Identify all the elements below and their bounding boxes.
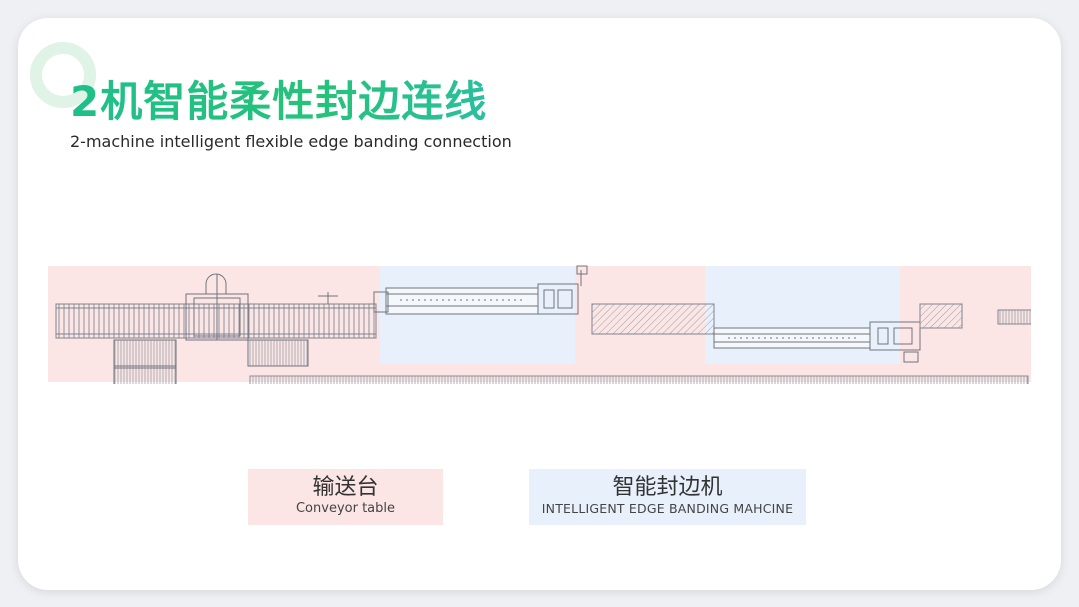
legend-conveyor-en: Conveyor table [295, 501, 395, 516]
page-title: 2机智能柔性封边连线 [70, 68, 487, 129]
infeed-conveyor [55, 303, 377, 339]
legend-machine-zh: 智能封边机 [612, 475, 723, 500]
return-conveyor [249, 375, 1029, 384]
turning-station [113, 273, 338, 384]
edge-banding-machine-1 [373, 265, 588, 315]
legend-conveyor-zh: 输送台 [312, 475, 379, 500]
outfeed-conveyor [919, 303, 1031, 329]
edge-banding-machine-2 [713, 321, 921, 363]
legend-conveyor-table: 输送台 Conveyor table [248, 469, 443, 525]
edge-banding-zone [380, 266, 575, 364]
page-subtitle: 2-machine intelligent flexible edge band… [70, 132, 512, 151]
middle-conveyor [591, 303, 715, 335]
legend-machine-en: INTELLIGENT EDGE BANDING MAHCINE [541, 501, 794, 516]
production-line-diagram [48, 265, 1031, 384]
legend-edge-banding-machine: 智能封边机 INTELLIGENT EDGE BANDING MAHCINE [529, 469, 806, 525]
edge-banding-zone [705, 266, 900, 364]
